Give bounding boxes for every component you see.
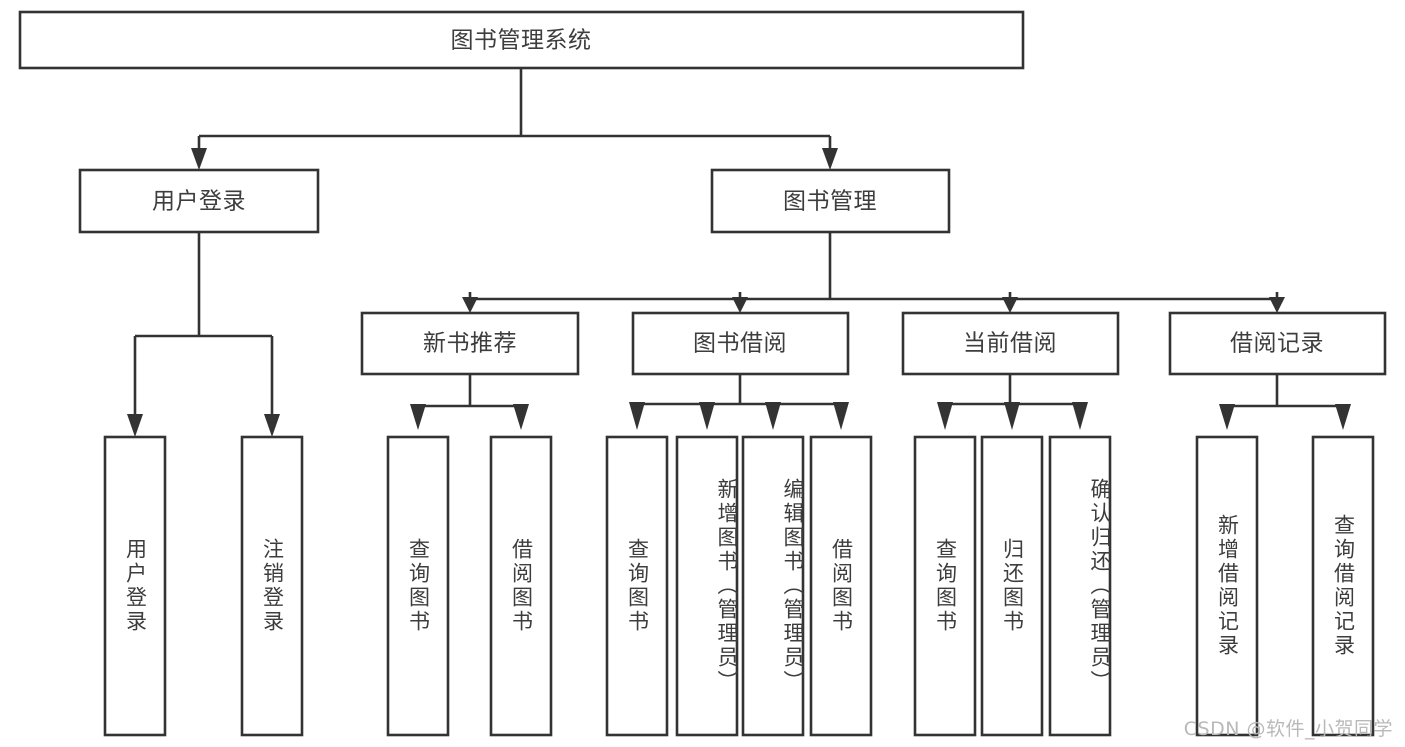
horizontal-label-group: 图书管理系统 用户登录 图书管理 新书推荐 图书借阅 当前借阅 借阅记录 [152,28,1324,357]
arrow-to-borrow-record [1269,297,1285,313]
arrow-to-book-borrow [732,297,748,313]
connector-group [127,68,1351,437]
arrow-to-leaf-edit-book [765,402,781,430]
node-leaf-query-book-rec[interactable] [386,435,450,737]
arrow-to-book-manage [822,148,838,170]
csdn-watermark: CSDN @软件_小贺同学 [1183,718,1393,740]
arrow-to-leaf-user-login [127,414,143,437]
label-current-borrow: 当前借阅 [963,331,1057,357]
arrow-to-leaf-query-book-current [937,402,953,430]
arrow-to-leaf-return-book [1004,402,1020,430]
arrow-to-leaf-borrow-book-rec [513,404,529,430]
arrow-to-current-borrow [1002,297,1018,313]
arrow-to-leaf-confirm-return [1072,402,1088,430]
arrow-to-leaf-add-book [699,402,715,430]
node-borrow-record[interactable] [1168,311,1387,376]
node-leaf-borrow-book[interactable] [809,435,873,737]
node-leaf-return-book[interactable] [980,435,1044,737]
arrow-to-leaf-query-book-borrow [629,402,645,430]
node-user-login[interactable] [78,168,320,234]
node-leaf-query-book-borrow[interactable] [605,435,669,737]
node-new-book-recommend[interactable] [360,311,580,376]
node-leaf-query-book-current[interactable] [913,435,977,737]
label-root: 图书管理系统 [451,28,592,54]
arrow-to-new-book-recommend [462,297,478,313]
arrow-to-leaf-borrow-book [833,402,849,430]
label-new-book-recommend: 新书推荐 [423,331,517,357]
node-book-borrow[interactable] [631,311,850,376]
label-borrow-record: 借阅记录 [1230,331,1324,357]
arrow-to-user-login [191,148,207,170]
node-leaf-confirm-return[interactable] [1048,435,1112,737]
node-leaf-user-login[interactable] [103,435,167,737]
arrow-to-leaf-query-record [1335,404,1351,430]
node-leaf-query-record[interactable] [1311,435,1375,737]
node-leaf-user-logout[interactable] [240,435,304,737]
label-book-manage: 图书管理 [783,189,877,215]
label-user-login: 用户登录 [152,189,246,215]
node-leaf-edit-book[interactable] [741,435,805,737]
arrow-to-leaf-add-record [1219,404,1235,430]
node-current-borrow[interactable] [901,311,1120,376]
node-leaf-add-book[interactable] [675,435,739,737]
label-book-borrow: 图书借阅 [693,331,787,357]
node-box-group [18,10,1387,737]
node-leaf-borrow-book-rec[interactable] [489,435,553,737]
node-root[interactable] [18,10,1025,70]
arrow-to-leaf-query-book-rec [410,404,426,430]
arrow-to-leaf-user-logout [264,414,280,437]
node-book-manage[interactable] [710,168,951,234]
node-leaf-add-record[interactable] [1195,435,1259,737]
